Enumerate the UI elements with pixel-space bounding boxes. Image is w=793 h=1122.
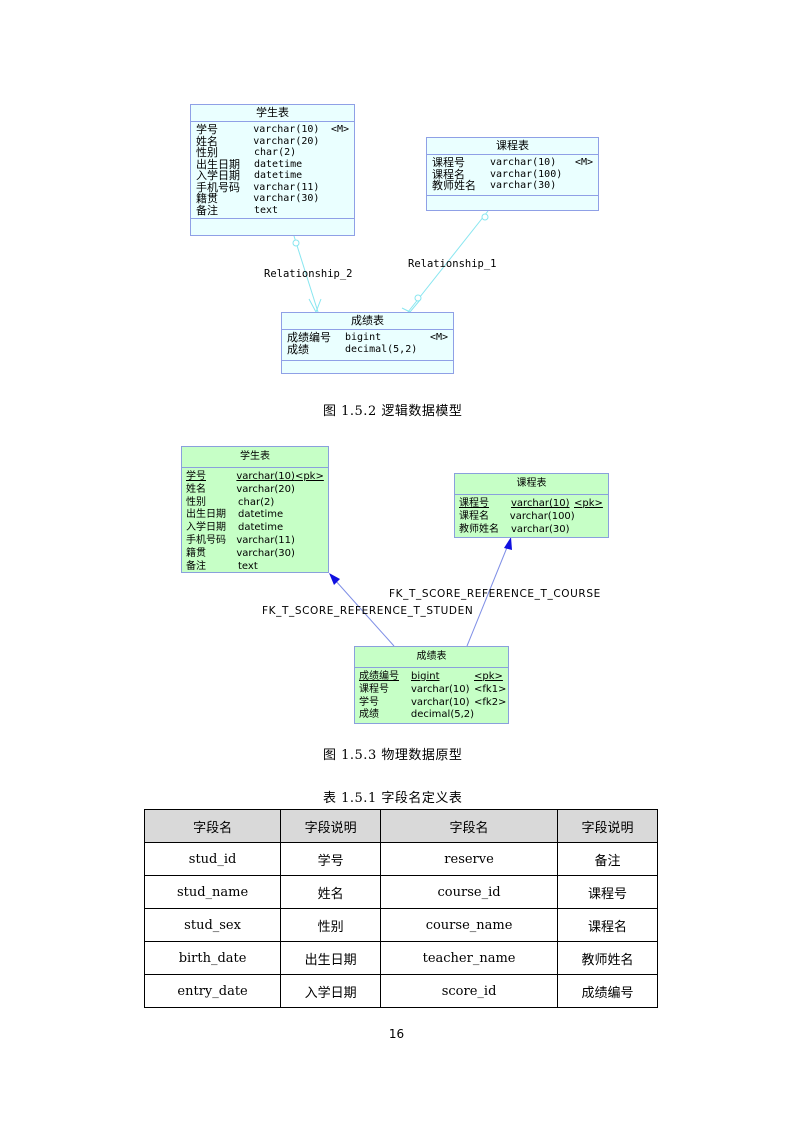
header-cell: 字段名: [380, 809, 559, 843]
fk-course-label: FK_T_SCORE_REFERENCE_T_COURSE: [389, 588, 601, 600]
logical-rel1-circle2-icon: [414, 294, 422, 302]
relationship-2-label: Relationship_2: [264, 268, 353, 280]
logical-rel1-line: [407, 210, 489, 313]
table-caption: 表 1.5.1 字段名定义表: [323, 791, 463, 806]
header-cell: 字段说明: [557, 809, 658, 843]
logical-rel2-circle-icon: [292, 239, 300, 247]
entity-title: 课程表: [455, 474, 608, 495]
page-number: 16: [388, 1027, 405, 1041]
physical-model-caption: 图 1.5.3 物理数据原型: [323, 748, 463, 763]
logical-rel1-crowfoot-icon: [401, 299, 421, 313]
fk-course-arrow-icon: [504, 537, 512, 550]
physical-fk-course-line: [466, 544, 509, 647]
entity-title: 学生表: [182, 447, 328, 468]
header-cell: 字段说明: [280, 809, 382, 843]
logical-model-caption: 图 1.5.2 逻辑数据模型: [323, 404, 463, 419]
fk-student-arrow-icon: [329, 573, 340, 585]
entity-title: 成绩表: [355, 647, 508, 668]
logical-rel2-line: [293, 235, 319, 313]
fk-student-label: FK_T_SCORE_REFERENCE_T_STUDEN: [262, 605, 474, 617]
entity-title: 成绩表: [282, 313, 453, 330]
header-cell: 字段名: [143, 809, 282, 843]
entity-title: 学生表: [191, 105, 354, 122]
physical-fk-student-line: [334, 579, 395, 647]
logical-rel1-circle-icon: [481, 213, 489, 221]
relationship-1-label: Relationship_1: [408, 258, 497, 270]
entity-title: 课程表: [427, 138, 598, 155]
table-header-row: 字段名 字段说明 字段名 字段说明: [143, 809, 658, 843]
